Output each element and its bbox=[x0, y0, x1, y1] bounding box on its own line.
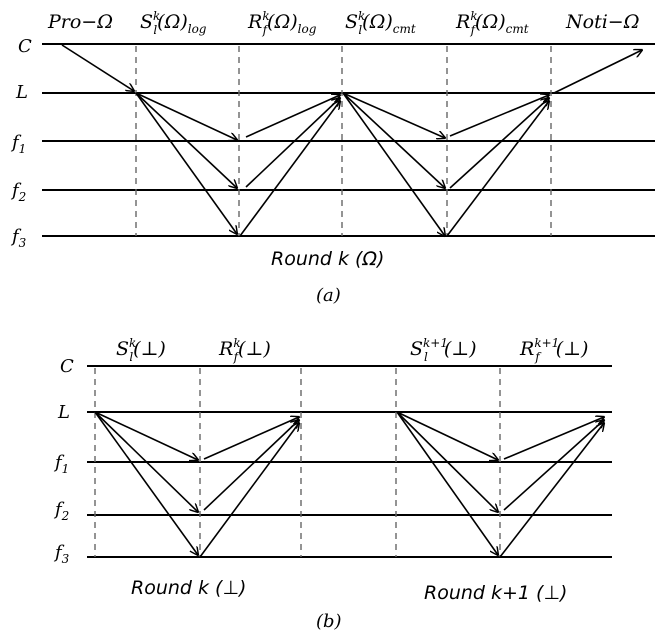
message-arrow bbox=[449, 95, 549, 137]
message-arrow bbox=[396, 411, 498, 555]
round-label-b-k1: Round k+1 (⊥) bbox=[424, 582, 567, 604]
row-label-c: C bbox=[60, 356, 74, 377]
message-arrow bbox=[203, 420, 299, 511]
message-arrow bbox=[396, 411, 498, 512]
round-label-a: Round k (Ω) bbox=[271, 248, 384, 270]
caption-a: (a) bbox=[316, 285, 341, 306]
message-arrow bbox=[199, 423, 299, 558]
panel-b-phase-separators bbox=[94, 368, 501, 557]
row-label-c: C bbox=[18, 36, 32, 57]
message-arrow bbox=[342, 92, 445, 236]
message-arrow bbox=[203, 417, 299, 460]
message-arrow bbox=[446, 101, 549, 237]
message-arrow bbox=[135, 92, 237, 234]
row-label-f1: f1 bbox=[53, 452, 69, 476]
message-arrow bbox=[61, 44, 134, 91]
panel-a-phase-separators bbox=[135, 46, 552, 236]
panel-a-messages bbox=[61, 44, 642, 237]
panel-a-timelines bbox=[42, 43, 655, 237]
message-arrow bbox=[94, 411, 198, 512]
message-arrow bbox=[245, 98, 340, 188]
round-label-b-k: Round k (⊥) bbox=[131, 577, 246, 599]
row-label-l: L bbox=[15, 82, 28, 103]
caption-b: (b) bbox=[316, 611, 342, 632]
row-label-f1: f1 bbox=[10, 132, 26, 156]
row-label-f3: f3 bbox=[10, 226, 27, 250]
phase-label-noti-omega: Noti−Ω bbox=[565, 11, 639, 33]
message-arrow bbox=[342, 92, 445, 138]
message-arrow bbox=[245, 95, 340, 138]
message-arrow bbox=[239, 101, 340, 237]
panel-b-timelines bbox=[87, 365, 612, 558]
message-arrow bbox=[503, 420, 604, 511]
row-label-l: L bbox=[57, 402, 70, 423]
panel-a-row-labels: C L f1 f2 f3 bbox=[10, 36, 32, 250]
message-arrow bbox=[135, 92, 237, 188]
panel-b-row-labels: C L f1 f2 f3 bbox=[53, 356, 74, 566]
message-arrow bbox=[499, 423, 604, 558]
message-arrow bbox=[553, 50, 642, 94]
message-arrow bbox=[503, 417, 604, 460]
row-label-f2: f2 bbox=[10, 180, 26, 204]
message-arrow bbox=[396, 411, 498, 460]
phase-label-pro-omega: Pro−Ω bbox=[47, 11, 113, 33]
row-label-f2: f2 bbox=[53, 499, 69, 523]
message-arrow bbox=[94, 411, 198, 555]
message-arrow bbox=[342, 92, 445, 188]
row-label-f3: f3 bbox=[53, 542, 70, 566]
message-arrow bbox=[135, 92, 237, 140]
panel-b-messages bbox=[94, 411, 604, 558]
message-arrow bbox=[449, 98, 549, 189]
message-arrow bbox=[94, 411, 198, 460]
